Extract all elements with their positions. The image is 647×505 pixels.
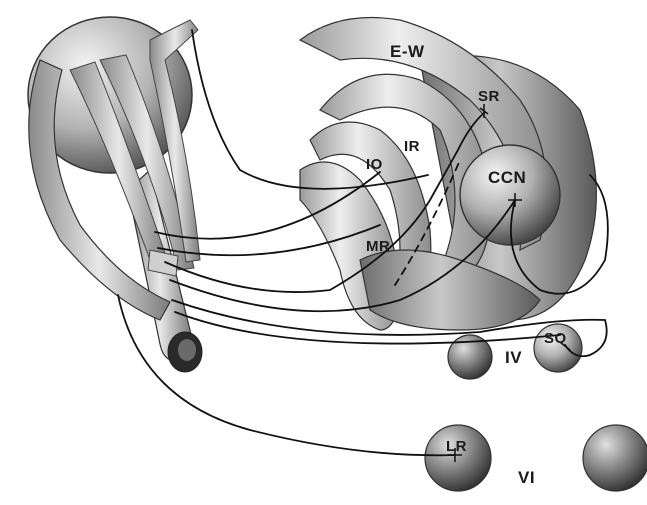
abducens-nucleus-right bbox=[583, 425, 647, 491]
ccn-sphere bbox=[460, 145, 560, 245]
label-trochlear-nucleus: IV bbox=[505, 348, 522, 368]
abducens-nucleus-left bbox=[425, 425, 491, 491]
label-inferior-rectus: IR bbox=[404, 138, 420, 155]
label-medial-rectus: MR bbox=[366, 238, 390, 255]
label-superior-oblique: SO bbox=[544, 330, 567, 347]
label-edinger-westphal: E-W bbox=[390, 42, 425, 62]
label-lateral-rectus: LR bbox=[446, 438, 467, 455]
label-superior-rectus: SR bbox=[478, 88, 500, 105]
eyeball-group bbox=[28, 17, 202, 372]
label-inferior-oblique: IO bbox=[366, 156, 383, 173]
oculomotor-complex bbox=[300, 18, 596, 331]
label-abducens-nucleus: VI bbox=[518, 468, 535, 488]
label-ccn: CCN bbox=[488, 168, 526, 188]
